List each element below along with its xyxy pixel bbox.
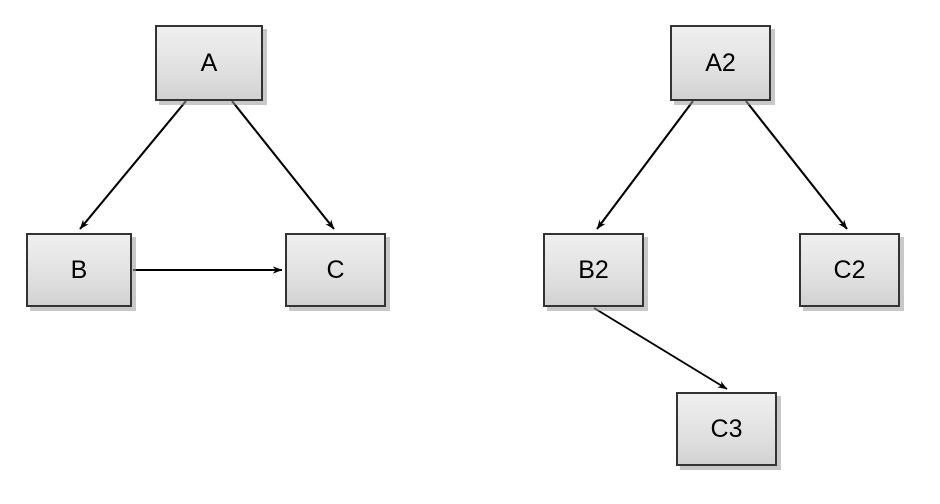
node-c2-label: C2 (833, 255, 866, 284)
edge-a-to-b (79, 100, 187, 230)
edge-a2-to-b2 (596, 100, 694, 230)
node-c2[interactable]: C2 (799, 233, 900, 307)
node-b2-label: B2 (578, 255, 609, 284)
node-b-label: B (70, 255, 88, 284)
node-c3[interactable]: C3 (676, 392, 777, 466)
node-a-label: A (200, 48, 218, 77)
node-c[interactable]: C (285, 233, 386, 307)
edge-a2-to-c2 (745, 100, 848, 230)
node-b[interactable]: B (26, 233, 132, 307)
node-a[interactable]: A (155, 25, 263, 101)
node-a2-label: A2 (705, 48, 736, 77)
node-b2[interactable]: B2 (543, 233, 644, 307)
edge-b2-to-c3 (593, 307, 728, 390)
edge-a-to-c (231, 100, 335, 230)
node-a2[interactable]: A2 (670, 25, 771, 101)
node-c3-label: C3 (710, 414, 743, 443)
node-c-label: C (326, 255, 345, 284)
